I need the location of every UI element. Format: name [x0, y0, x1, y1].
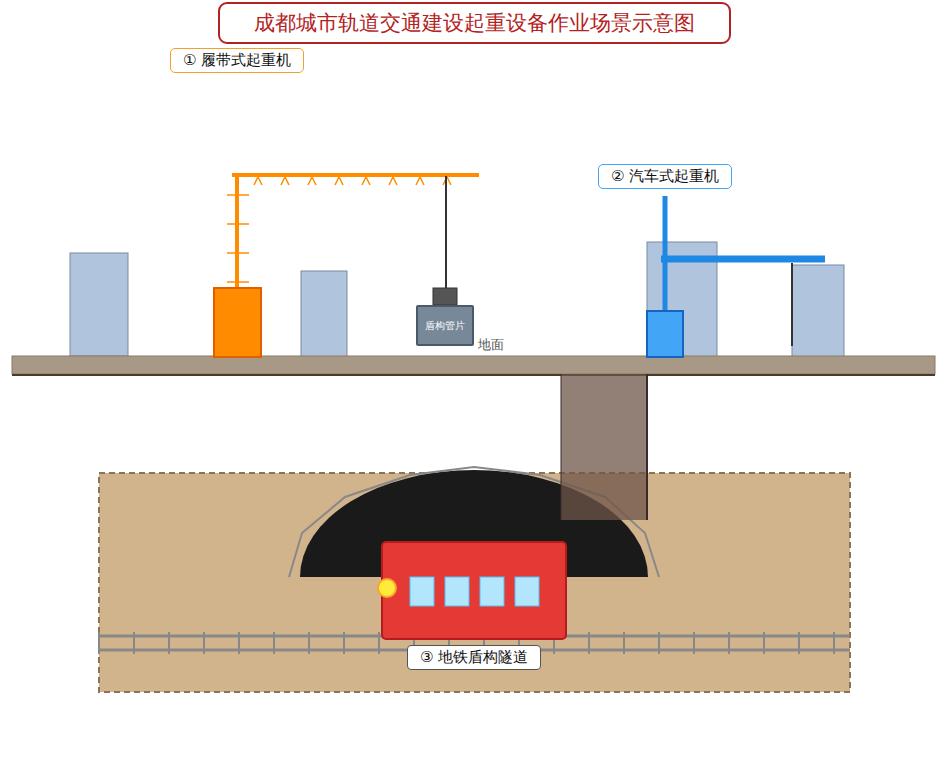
jib-mark: [281, 177, 289, 185]
building: [792, 265, 844, 357]
node-text: 盾构管片: [425, 319, 465, 333]
rail-tie: [203, 632, 205, 654]
mast-tick: [227, 223, 249, 225]
mast-tick: [227, 252, 249, 254]
label-box: ③ 地铁盾构隧道: [407, 645, 541, 670]
mast-tick: [227, 194, 249, 196]
train-window: [410, 577, 434, 606]
rail-tie: [378, 632, 380, 654]
rail-tie: [238, 632, 240, 654]
jib-mark: [416, 177, 424, 185]
rail-tie: [343, 632, 345, 654]
hoist-rope: [445, 176, 447, 288]
train-window: [445, 577, 469, 606]
title-box: 成都城市轨道交通建设起重设备作业场景示意图: [218, 2, 731, 44]
callout-box: ① 履带式起重机: [170, 48, 304, 73]
rail-tie: [798, 632, 800, 654]
train-window: [480, 577, 504, 606]
node-text: ③ 地铁盾构隧道: [420, 648, 528, 667]
rail-tie: [133, 632, 135, 654]
rail-tie: [763, 632, 765, 654]
truck-crane-boom: [663, 196, 668, 312]
rail-tie: [273, 632, 275, 654]
ground-band: [12, 356, 935, 374]
rail-tie: [728, 632, 730, 654]
jib-mark: [335, 177, 343, 185]
truck-crane-jib: [661, 256, 825, 263]
train-window: [515, 577, 539, 606]
ground-label: 地面: [478, 336, 504, 354]
shaft-edge: [561, 374, 562, 520]
jib-mark: [308, 177, 316, 185]
building: [301, 271, 347, 357]
mast-tick: [227, 281, 249, 283]
shaft-edge: [646, 374, 648, 520]
title-text: 成都城市轨道交通建设起重设备作业场景示意图: [254, 9, 695, 37]
truck-crane-body: [647, 311, 683, 357]
rail-tie: [658, 632, 660, 654]
jib-marks: [254, 177, 451, 185]
crane-mast: [235, 174, 239, 290]
jib-mark: [389, 177, 397, 185]
node-text: ② 汽车式起重机: [611, 167, 719, 186]
headlight: [378, 579, 396, 597]
crawler-crane-body: [214, 288, 261, 357]
rail-tie: [98, 632, 100, 654]
hook-block: [433, 288, 457, 305]
segment-box: 盾构管片: [416, 305, 474, 346]
ground-line: [12, 374, 935, 376]
jib-mark: [254, 177, 262, 185]
access-shaft: [561, 374, 648, 520]
rail-tie: [168, 632, 170, 654]
rail-tie: [623, 632, 625, 654]
mast-marks: [227, 195, 249, 282]
callout-box: ② 汽车式起重机: [598, 164, 732, 189]
rail-tie: [308, 632, 310, 654]
rail-tie: [588, 632, 590, 654]
rail-tie: [693, 632, 695, 654]
metro-train: [382, 542, 566, 639]
hoist-rope: [791, 263, 793, 346]
node-text: ① 履带式起重机: [183, 51, 291, 70]
crane-jib: [232, 173, 479, 177]
building: [70, 253, 128, 356]
jib-mark: [362, 177, 370, 185]
rail-tie: [833, 632, 835, 654]
